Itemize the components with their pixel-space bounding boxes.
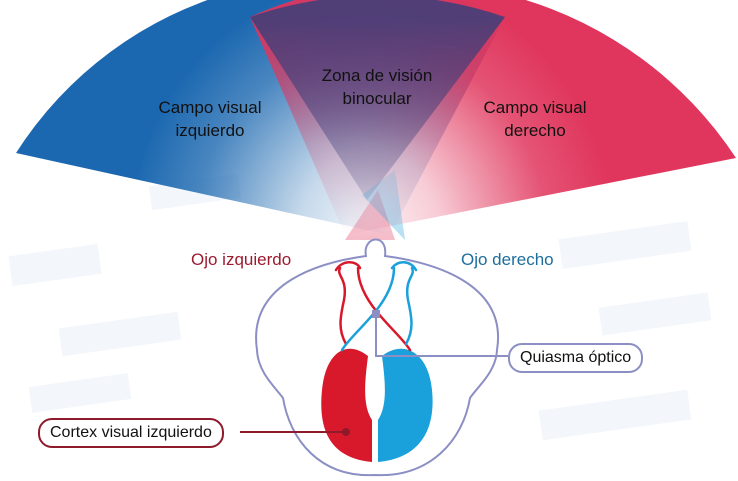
left-visual-cortex	[321, 348, 372, 462]
left-field-label-line1: Campo visual	[158, 98, 262, 117]
binocular-zone	[250, 0, 505, 200]
background-pattern	[8, 173, 712, 441]
binocular-zone-label-line1: Zona de visión	[321, 66, 433, 85]
chiasm-callout: Quiasma óptico	[508, 343, 644, 373]
left-eye-label: Ojo izquierdo	[191, 250, 292, 269]
left-cortex-callout: Cortex visual izquierdo	[38, 418, 224, 448]
right-eye-label: Ojo derecho	[461, 250, 554, 269]
left-field-label: Campo visual izquierdo	[135, 96, 285, 142]
right-field-label-line1: Campo visual	[483, 98, 587, 117]
cortex-leader-dot	[342, 428, 350, 436]
left-eye-cone	[345, 190, 395, 240]
chiasm-marker	[372, 310, 380, 318]
right-visual-cortex	[378, 348, 433, 462]
right-field-label: Campo visual derecho	[460, 96, 610, 142]
right-eye-cone	[362, 170, 405, 240]
left-field-label-line2: izquierdo	[175, 121, 245, 140]
binocular-zone-label: Zona de visión binocular	[297, 64, 457, 110]
head-outline	[255, 238, 500, 477]
chiasm-leader-line	[375, 318, 508, 357]
right-field-label-line2: derecho	[504, 121, 566, 140]
binocular-zone-label-line2: binocular	[342, 89, 412, 108]
